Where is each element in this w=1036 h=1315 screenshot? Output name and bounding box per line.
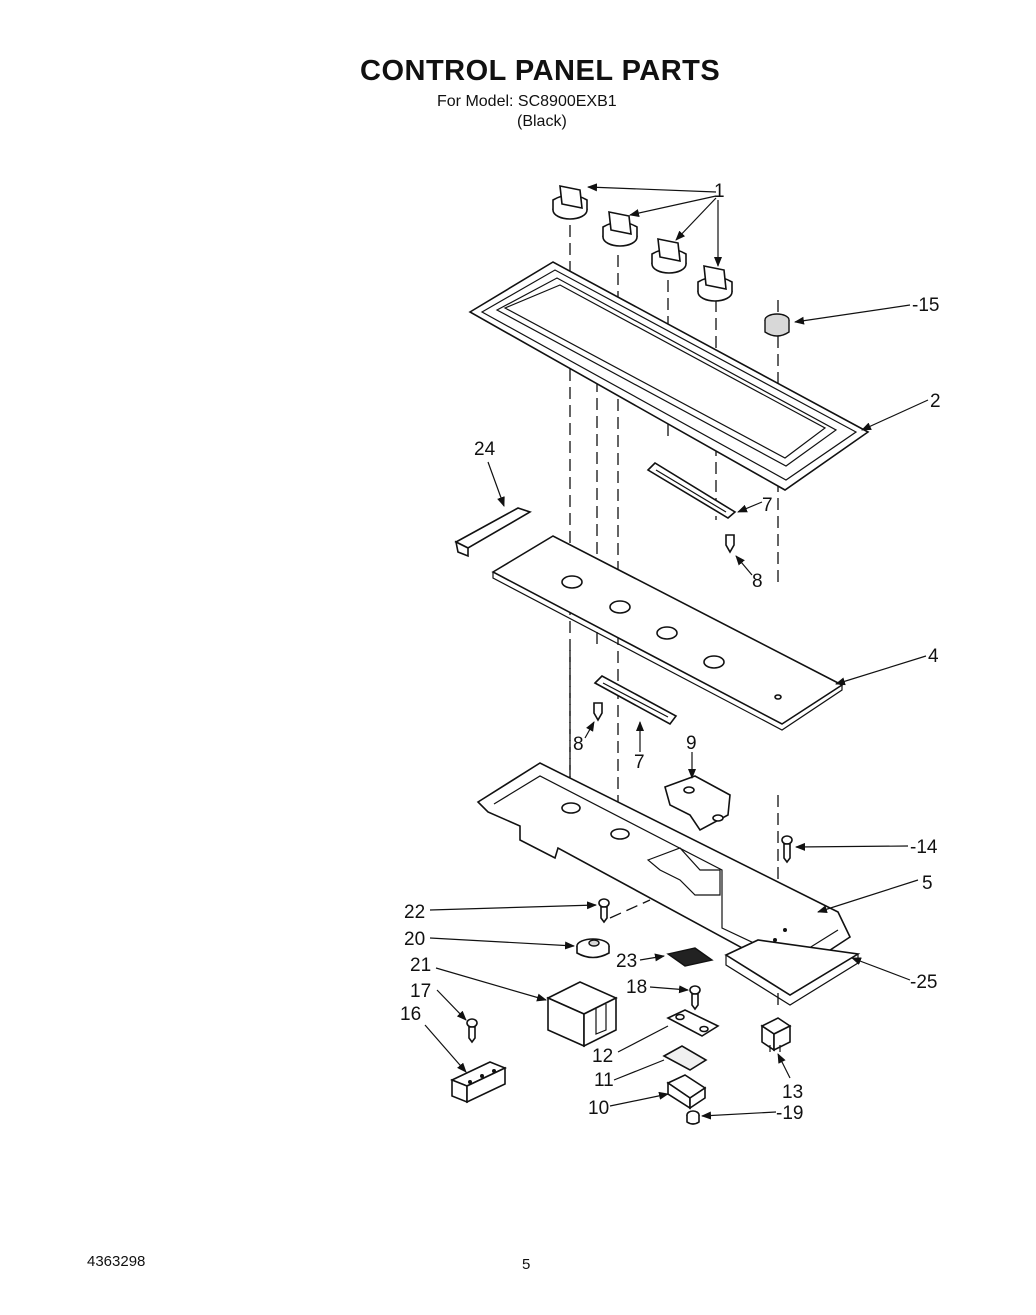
callout-21: 21: [410, 955, 431, 976]
control-panel-frame: [468, 261, 870, 491]
rocker-switch-icon: [760, 1017, 792, 1052]
callout-10: 10: [588, 1098, 609, 1119]
transformer-box: [546, 981, 618, 1048]
callout-5: 5: [922, 873, 933, 894]
knob-icon: [602, 211, 638, 247]
insulator-pad: [666, 947, 714, 967]
bracket-lower: [593, 675, 678, 726]
graphic-overlay-panel: [491, 535, 844, 731]
thermostat-icon: [576, 938, 610, 959]
control-knobs: [552, 185, 733, 302]
callout-19: -19: [776, 1103, 803, 1124]
trim-strip: [454, 507, 532, 558]
callout-16: 16: [400, 1004, 421, 1025]
switch-bracket: [666, 1009, 720, 1037]
gasket: [662, 1045, 708, 1071]
color-line: (Black): [517, 113, 567, 130]
callout-4: 4: [928, 646, 939, 667]
screw-icon: [466, 1018, 478, 1044]
screw-icon: [725, 534, 735, 554]
nut-icon: [686, 1110, 700, 1125]
push-button-icon: [764, 313, 790, 337]
terminal-block: [450, 1061, 507, 1104]
knob-icon: [697, 265, 733, 302]
callout-9: 9: [686, 733, 697, 754]
screw-icon: [689, 985, 701, 1011]
knob-icon: [651, 238, 687, 274]
callout-17: 17: [410, 981, 431, 1002]
callout-25: -25: [910, 972, 937, 993]
callout-15: -15: [912, 295, 939, 316]
screw-icon: [781, 835, 793, 864]
callout-23: 23: [616, 951, 637, 972]
document-number: 4363298: [87, 1253, 146, 1270]
callout-8-lower: 8: [573, 734, 584, 755]
callout-7-upper: 7: [762, 495, 773, 516]
callout-11: 11: [594, 1070, 614, 1091]
callout-22: 22: [404, 902, 425, 923]
page-number: 5: [522, 1256, 531, 1273]
support-bracket: [724, 939, 861, 1006]
callout-8-upper: 8: [752, 571, 763, 592]
mounting-plate-9: [664, 775, 731, 832]
callout-18: 18: [626, 977, 647, 998]
callout-13: 13: [782, 1082, 803, 1103]
callout-7-lower: 7: [634, 752, 645, 773]
screw-icon: [593, 702, 603, 722]
knob-icon: [552, 185, 588, 220]
screw-icon: [598, 898, 610, 924]
page-title: CONTROL PANEL PARTS: [360, 55, 721, 87]
callout-1: 1: [714, 181, 725, 202]
switch-icon: [666, 1074, 707, 1110]
callout-2: 2: [930, 391, 941, 412]
callout-20: 20: [404, 929, 425, 950]
model-line: For Model: SC8900EXB1: [437, 93, 617, 110]
callout-labels: 1 -15 2 24 7 8 4 8 7 9 -14 5 22 20 23 21…: [400, 181, 941, 1124]
callout-14: -14: [910, 837, 938, 858]
bracket-upper: [646, 461, 737, 519]
callout-24: 24: [474, 439, 496, 460]
callout-12: 12: [592, 1046, 613, 1067]
